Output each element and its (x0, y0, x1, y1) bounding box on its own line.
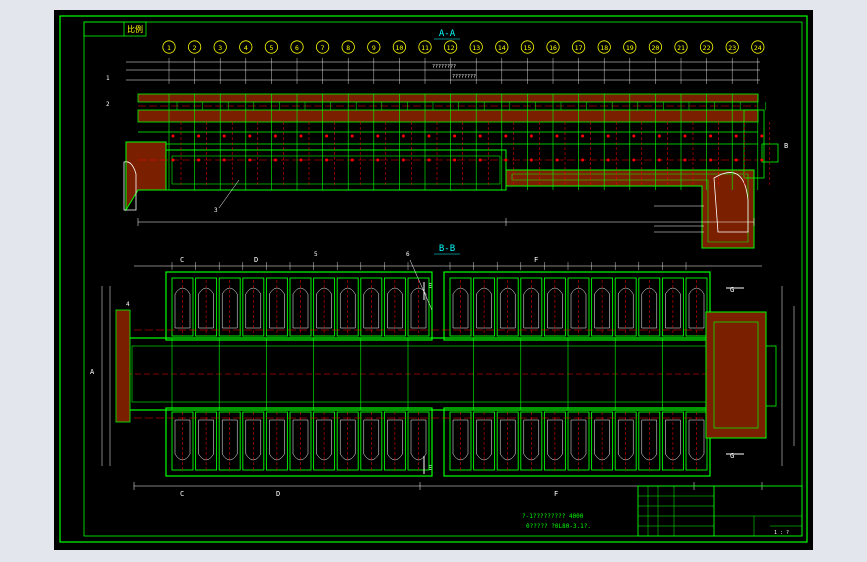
axis-bubble-label: 15 (523, 44, 531, 52)
axis-bubble-label: 2 (193, 44, 197, 52)
axis-bubble-label: 8 (346, 44, 350, 52)
callout-4: 4 (126, 301, 130, 308)
top-dimension-total: ???????? (432, 64, 456, 70)
axis-bubble-1 (162, 40, 176, 54)
axis-bubble-13 (469, 40, 483, 54)
drawing-outer-border (59, 15, 808, 543)
marker-a-left: A (90, 368, 95, 376)
callout-5: 5 (314, 251, 318, 258)
axis-bubble-label: 6 (295, 44, 299, 52)
callout-3: 3 (214, 207, 218, 214)
section-bb-drawing: C D F E G C D E F G A (90, 251, 795, 498)
axis-bubble-label: 4 (244, 44, 248, 52)
section-aa-cut-lines (138, 105, 771, 186)
section-aa-title: A-A (439, 29, 456, 39)
marker-c-top: C (180, 256, 184, 264)
axis-bubble-12 (443, 40, 458, 54)
marker-d-bottom: D (276, 490, 280, 498)
axis-bubble-label: 3 (218, 44, 222, 52)
scale-tag: 比例 (127, 24, 143, 34)
section-aa-drawing: ???????? ???????? (106, 58, 788, 249)
top-left-tag-box (83, 21, 147, 37)
top-dimension-sub: ???????? (452, 74, 476, 80)
axis-bubble-3 (213, 40, 227, 54)
marker-f-bottom: F (554, 490, 558, 498)
axis-bubble-label: 7 (321, 44, 325, 52)
filter-cells-top-row (165, 271, 711, 341)
callout-2: 2 (106, 101, 110, 108)
axis-bubble-16 (546, 40, 560, 54)
axis-bubble-23 (725, 40, 739, 54)
axis-bubble-2 (188, 40, 202, 54)
axis-bubble-label: 19 (626, 44, 634, 52)
axis-bubble-label: 14 (498, 44, 506, 52)
axis-bubble-22 (699, 40, 714, 54)
axis-bubble-label: 12 (447, 44, 455, 52)
axis-bubble-9 (367, 40, 381, 54)
marker-g-top: G (730, 286, 734, 294)
axis-bubble-19 (623, 40, 637, 54)
axis-bubble-label: 10 (395, 44, 403, 52)
axis-bubble-18 (597, 40, 611, 54)
axis-bubble-21 (674, 40, 688, 54)
drawing-note-line1: ?-1????????? 4000 (522, 513, 584, 520)
marker-c-bottom: C (180, 490, 184, 498)
axis-bubble-label: 20 (651, 44, 659, 52)
axis-bubble-6 (290, 40, 304, 54)
axis-bubble-14 (495, 40, 509, 54)
axis-bubble-15 (520, 40, 534, 54)
axis-bubble-11 (418, 40, 432, 54)
axis-bubble-5 (264, 40, 278, 54)
marker-f-top: F (534, 256, 538, 264)
axis-bubble-label: 23 (728, 44, 736, 52)
section-bb-title: B-B (439, 244, 455, 254)
axis-bubble-24 (751, 40, 765, 54)
section-aa-columns (168, 94, 767, 190)
axis-bubble-label: 21 (677, 44, 685, 52)
section-marker-b: B (784, 142, 788, 150)
axis-bubble-label: 13 (472, 44, 480, 52)
title-block: 1 : ? (637, 485, 803, 537)
axis-bubble-10 (392, 40, 406, 54)
axis-bubble-label: 24 (754, 44, 762, 52)
title-block-scale: 1 : ? (774, 530, 789, 536)
drawing-inner-border (83, 21, 803, 537)
axis-bubble-label: 16 (549, 44, 557, 52)
axis-bubble-label: 11 (421, 44, 429, 52)
marker-e-bottom: E (428, 464, 432, 472)
axis-bubble-label: 18 (600, 44, 608, 52)
axis-bubble-4 (239, 40, 253, 54)
axis-bubble-label: 22 (703, 44, 711, 52)
axis-bubble-label: 9 (372, 44, 376, 52)
drawing-note-line2: 0????? ?0L80-3.1?. (526, 523, 591, 530)
callout-6: 6 (406, 251, 410, 258)
marker-e-top: E (428, 282, 432, 290)
axis-bubble-17 (571, 40, 586, 54)
callout-1: 1 (106, 75, 110, 82)
axis-bubble-7 (315, 40, 330, 54)
filter-cells-bottom-row (165, 407, 711, 477)
axis-bubble-label: 5 (269, 44, 273, 52)
axis-bubble-20 (648, 40, 663, 54)
axis-bubble-8 (341, 40, 355, 54)
marker-d-top: D (254, 256, 258, 264)
axis-bubble-label: 1 (167, 44, 171, 52)
marker-g-bottom: G (730, 452, 734, 460)
axis-bubble-label: 17 (575, 44, 583, 52)
